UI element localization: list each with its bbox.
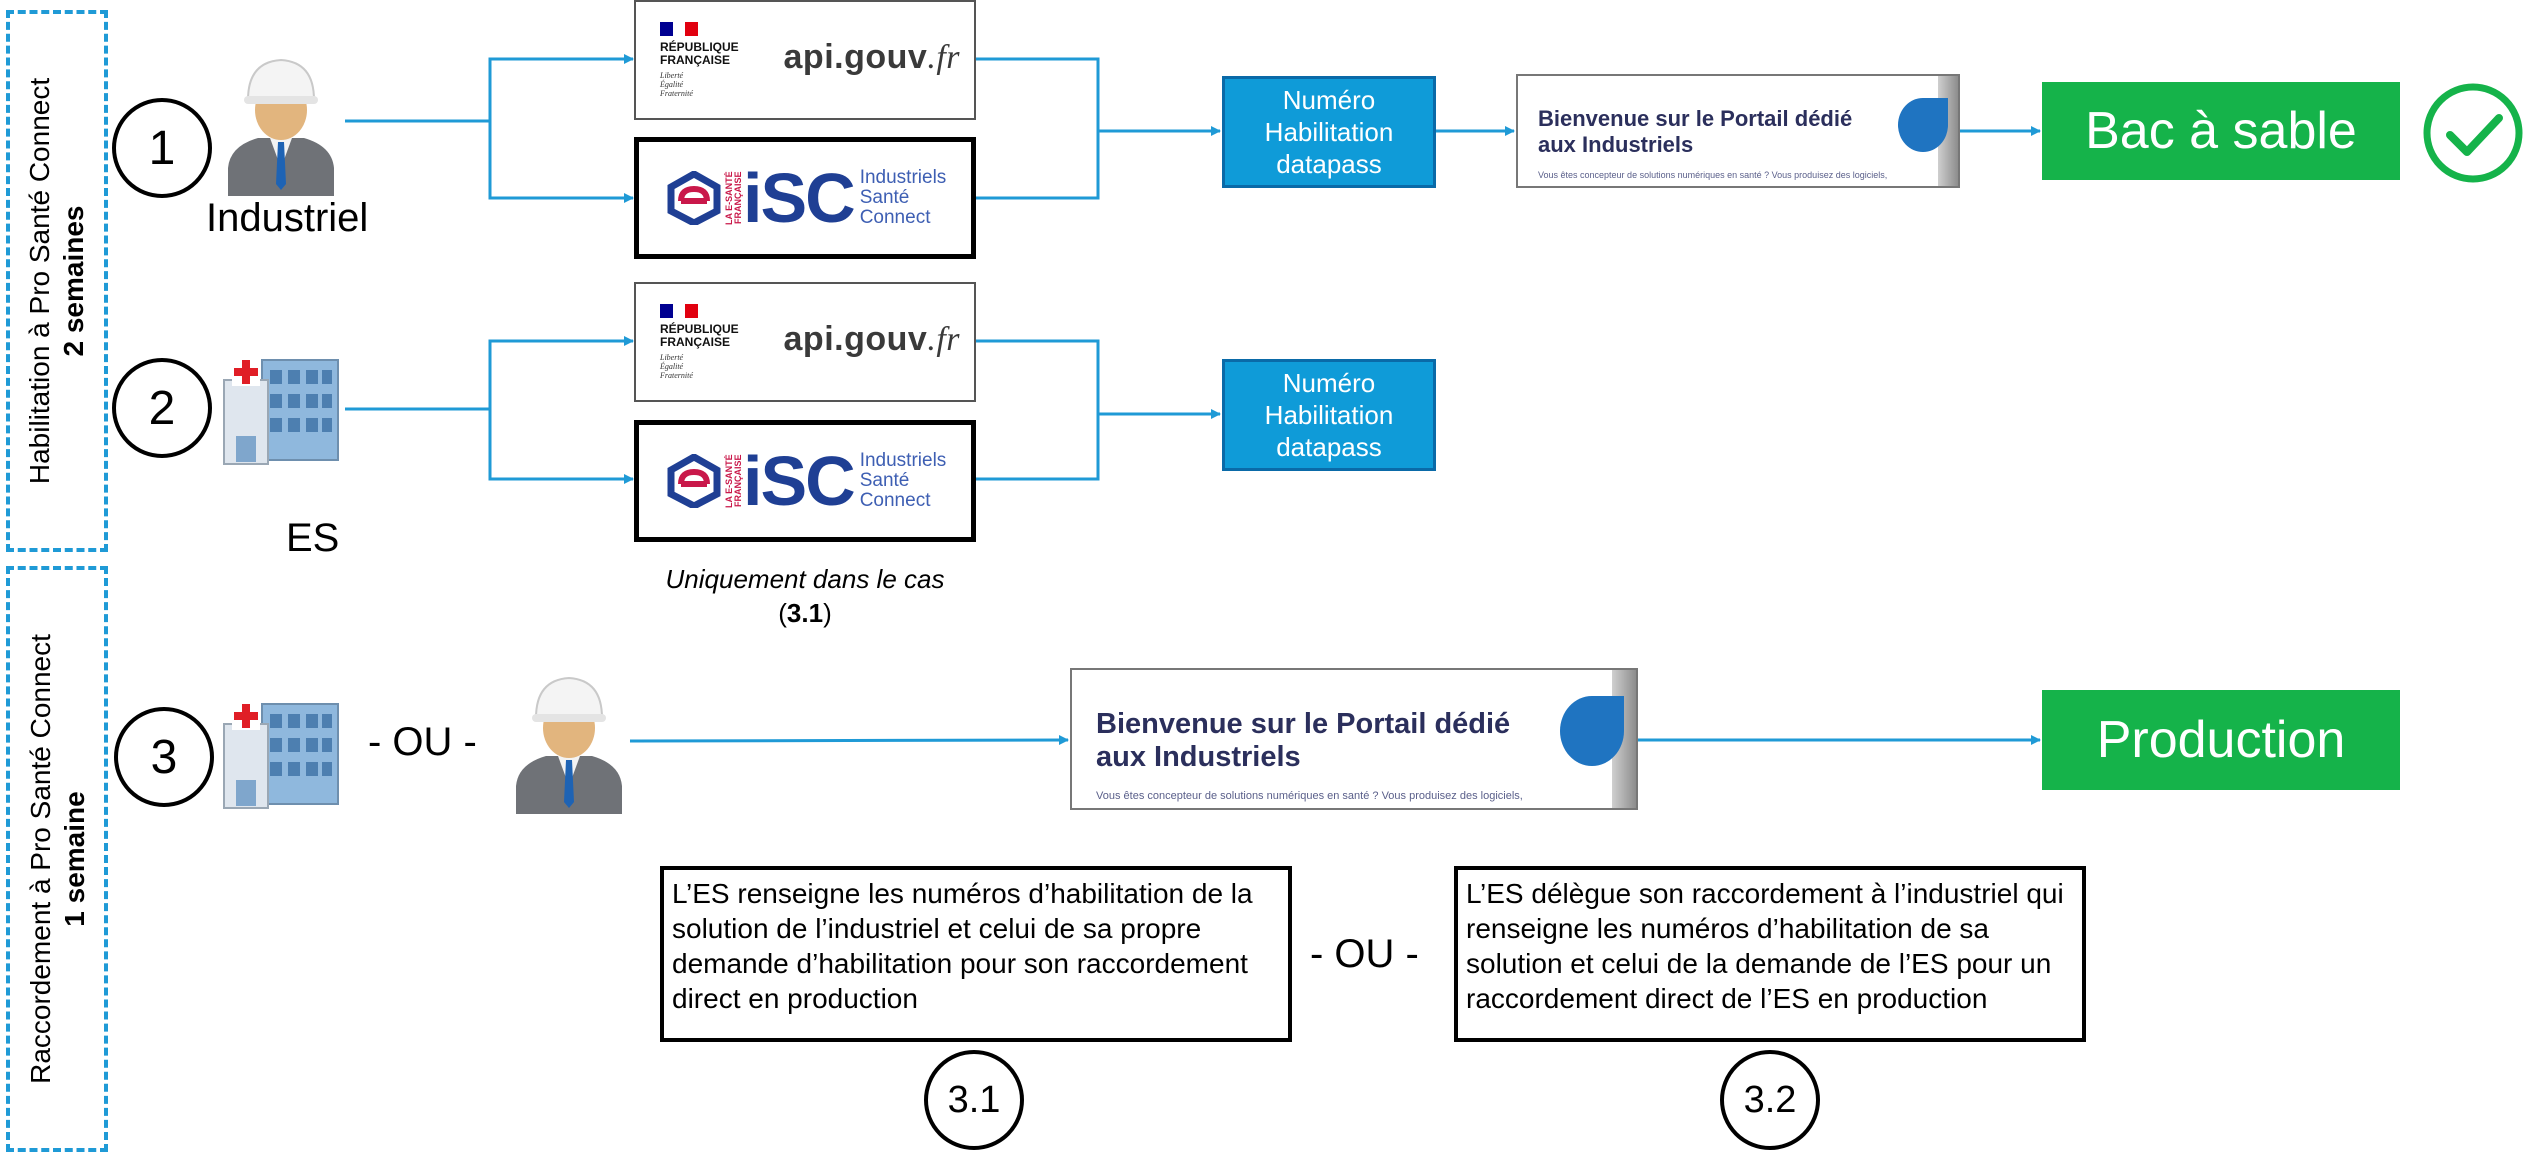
french-flag-icon [660, 304, 699, 318]
case-note: Uniquement dans le cas (3.1) [634, 562, 976, 630]
portal-subtitle: Vous êtes concepteur de solutions numéri… [1096, 790, 1523, 802]
api-gouv-wordmark: api.gouv.fr [783, 320, 960, 358]
phase-habilitation-duration: 2 semaines [58, 205, 89, 357]
rf-line1: RÉPUBLIQUE [660, 40, 739, 54]
portal-drop-icon [1560, 696, 1624, 766]
rf-motto1: Liberté [660, 71, 684, 80]
phase-raccordement-frame [6, 566, 108, 1152]
worker-hardhat-icon [228, 58, 334, 196]
isc-wordmark: iSC [743, 159, 856, 237]
portal-title-line2: aux Industriels [1096, 741, 1301, 773]
option-3-2-box: L’ES délègue son raccordement à l’indust… [1454, 866, 2086, 1042]
hospital-building-icon [223, 702, 339, 809]
api-gouv-logo: RÉPUBLIQUE FRANÇAISE Liberté Égalité Fra… [634, 282, 976, 402]
portal-drop-icon [1898, 98, 1948, 152]
ou-separator-options: - OU - [1310, 932, 1419, 976]
industriels-portal-thumbnail: Bienvenue sur le Portail dédié aux Indus… [1516, 74, 1960, 188]
rf-line1: RÉPUBLIQUE [660, 322, 739, 336]
republique-francaise-mark: RÉPUBLIQUE FRANÇAISE Liberté Égalité Fra… [660, 304, 739, 380]
step-3-circle: 3 [114, 707, 214, 807]
rf-line2: FRANÇAISE [660, 53, 731, 67]
option-3-1-box: L’ES renseigne les numéros d’habilitatio… [660, 866, 1292, 1042]
hospital-building-icon [223, 358, 339, 465]
ou-separator-actors: - OU - [368, 720, 477, 764]
phase-raccordement-title: Raccordement à Pro Santé Connect [25, 634, 56, 1084]
phase-raccordement-label: Raccordement à Pro Santé Connect 1 semai… [24, 571, 92, 1147]
rf-motto2: Égalité [660, 362, 684, 371]
step-3-2-circle: 3.2 [1720, 1050, 1820, 1150]
check-circle-icon [2423, 83, 2523, 183]
rf-motto1: Liberté [660, 353, 684, 362]
phase-habilitation-frame [6, 10, 108, 552]
phase-raccordement-duration: 1 semaine [59, 791, 90, 927]
isc-wordmark: iSC [743, 442, 856, 520]
actor-industriel-label: Industriel [206, 196, 369, 240]
rf-motto2: Égalité [660, 80, 684, 89]
worker-hardhat-icon [516, 676, 622, 814]
case-note-ref: (3.1) [778, 598, 832, 628]
outcome-production: Production [2042, 690, 2400, 790]
portal-title-line1: Bienvenue sur le Portail dédié [1096, 708, 1511, 740]
isc-vertical-text: LA E-SANTÉ FRANÇAISE [724, 171, 743, 225]
portal-subtitle: Vous êtes concepteur de solutions numéri… [1538, 170, 1888, 180]
esante-e-icon [667, 454, 721, 508]
step-3-1-circle: 3.1 [924, 1050, 1024, 1150]
phase-habilitation-title: Habilitation à Pro Santé Connect [24, 77, 55, 485]
republique-francaise-mark: RÉPUBLIQUE FRANÇAISE Liberté Égalité Fra… [660, 22, 739, 98]
isc-vertical-text: LA E-SANTÉ FRANÇAISE [724, 454, 743, 508]
phase-habilitation-label: Habilitation à Pro Santé Connect 2 semai… [23, 11, 91, 551]
rf-line2: FRANÇAISE [660, 335, 731, 349]
portal-title-line2: aux Industriels [1538, 132, 1694, 157]
french-flag-icon [660, 22, 699, 36]
case-note-italic: Uniquement dans le cas [665, 564, 945, 594]
outcome-sandbox: Bac à sable [2042, 82, 2400, 180]
rf-motto3: Fraternité [660, 89, 693, 98]
actor-es-label: ES [286, 516, 340, 560]
rf-motto3: Fraternité [660, 371, 693, 380]
step-2-circle: 2 [112, 358, 212, 458]
esante-e-icon [667, 171, 721, 225]
step-1-circle: 1 [112, 98, 212, 198]
api-gouv-wordmark: api.gouv.fr [783, 38, 960, 76]
api-gouv-logo: RÉPUBLIQUE FRANÇAISE Liberté Égalité Fra… [634, 0, 976, 120]
industriels-portal-thumbnail: Bienvenue sur le Portail dédié aux Indus… [1070, 668, 1638, 810]
portal-title-line1: Bienvenue sur le Portail dédié [1538, 106, 1853, 131]
